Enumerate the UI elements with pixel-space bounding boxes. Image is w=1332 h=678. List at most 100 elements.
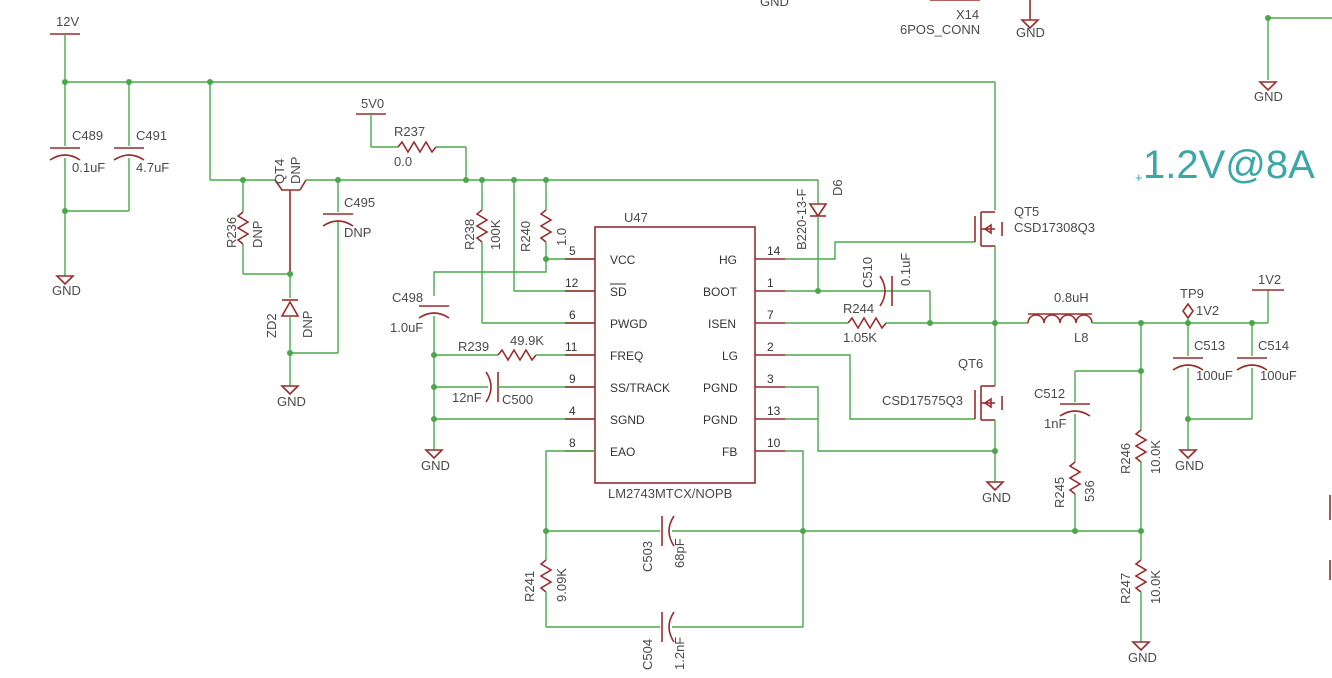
d6-ref: D6 <box>830 179 845 196</box>
capacitor-c503: C503 68pF <box>546 515 803 572</box>
c489-ref: C489 <box>72 128 103 143</box>
pin-name-isen: ISEN <box>708 317 736 331</box>
resistor-r240: R240 1.0 <box>518 180 569 259</box>
capacitor-c489: C489 0.1uF <box>49 82 105 276</box>
capacitor-c512: C512 1nF <box>1034 371 1091 462</box>
l8-value: 0.8uH <box>1054 290 1089 305</box>
r238-value: 100K <box>488 219 503 250</box>
r236-value: DNP <box>250 221 265 248</box>
resistor-r237: R237 0.0 <box>394 124 467 180</box>
pin-name-sd: SD <box>610 285 627 299</box>
pin-name-sgnd: SGND <box>610 413 645 427</box>
r238-ref: R238 <box>462 219 477 250</box>
pin-num-vcc: 5 <box>569 244 576 258</box>
resistor-r245: R245 536 <box>1052 461 1097 531</box>
rail-5v0-label: 5V0 <box>361 96 384 111</box>
zener-zd2: ZD2 DNP <box>264 274 315 386</box>
c510-ref: C510 <box>860 257 875 288</box>
qt6-ref: QT6 <box>958 356 983 371</box>
gnd-label-6: GND <box>1128 650 1157 665</box>
c495-ref: C495 <box>344 195 375 210</box>
pin-name-pwgd: PWGD <box>610 317 648 331</box>
tp9-ref: TP9 <box>1180 286 1204 301</box>
capacitor-c504: C504 1.2nF <box>546 611 803 670</box>
pin-num-pwgd: 6 <box>569 308 576 322</box>
capacitor-c513: C513 100uF <box>1172 323 1233 450</box>
zd2-ref: ZD2 <box>264 313 279 338</box>
c514-value: 100uF <box>1260 368 1297 383</box>
r237-value: 0.0 <box>394 154 412 169</box>
pin-num-sd: 12 <box>565 276 579 290</box>
testpoint-tp9: TP9 1V2 <box>1180 286 1219 323</box>
rail-1v2-label: 1V2 <box>1258 272 1281 287</box>
inductor-l8: 0.8uH L8 <box>995 290 1268 345</box>
gnd-label-3: GND <box>421 458 450 473</box>
pin-name-lg: LG <box>722 349 738 363</box>
rail-12v-label: 12V <box>56 14 79 29</box>
c504-ref: C504 <box>640 639 655 670</box>
c503-value: 68pF <box>672 538 687 568</box>
c504-value: 1.2nF <box>672 637 687 670</box>
qt5-value: CSD17308Q3 <box>1014 220 1095 235</box>
r240-value: 1.0 <box>554 228 569 246</box>
ic-u47: U47 LM2743MTCX/NOPB 5 VCC 12 SD 6 PWGD 1… <box>565 210 785 501</box>
rail-5v0: 5V0 <box>356 96 398 148</box>
pin-name-fb: FB <box>722 445 737 459</box>
x14-value: 6POS_CONN <box>900 22 980 37</box>
pin-num-pgnd2: 13 <box>767 404 781 418</box>
capacitor-c498: C498 1.0uF <box>390 290 450 450</box>
tp9-net: 1V2 <box>1196 303 1219 318</box>
capacitor-c495: C495 DNP <box>322 180 375 353</box>
c514-ref: C514 <box>1258 338 1289 353</box>
gnd-label-4: GND <box>982 490 1011 505</box>
rail-1v2: 1V2 <box>1252 272 1284 323</box>
gnd-symbol-2: GND <box>277 385 306 409</box>
qt6-value: CSD17575Q3 <box>882 393 963 408</box>
qt4-value: DNP <box>288 157 303 184</box>
pin-num-boot: 1 <box>767 276 774 290</box>
r247-ref: R247 <box>1118 573 1133 604</box>
gnd-label-2: GND <box>277 394 306 409</box>
gnd-symbol-4: GND <box>982 481 1011 505</box>
transistor-qt4: QT4 DNP <box>272 157 307 272</box>
r246-value: 10.0K <box>1148 440 1163 474</box>
connector-x14: X14 6POS_CONN <box>900 0 980 37</box>
pin-name-ss: SS/TRACK <box>610 381 670 395</box>
pin-num-hg: 14 <box>767 244 781 258</box>
r236-ref: R236 <box>224 217 239 248</box>
c500-ref: C500 <box>502 392 533 407</box>
c498-ref: C498 <box>392 290 423 305</box>
c489-value: 0.1uF <box>72 160 105 175</box>
capacitor-c510: C510 0.1uF <box>860 253 931 323</box>
u47-ref: U47 <box>624 210 648 225</box>
rail-title: 1.2V@8A <box>1143 143 1315 187</box>
gnd-label-top: GND <box>760 0 789 9</box>
c512-value: 1nF <box>1044 416 1066 431</box>
c491-ref: C491 <box>136 128 167 143</box>
c503-ref: C503 <box>640 541 655 572</box>
gnd-symbol-6: GND <box>1128 641 1157 665</box>
r245-ref: R245 <box>1052 477 1067 508</box>
pin-num-pgnd1: 3 <box>767 372 774 386</box>
pin-num-isen: 7 <box>767 308 774 322</box>
gnd-symbol-1: GND <box>52 275 81 298</box>
capacitor-c500: 12nF C500 <box>434 371 595 407</box>
pin-name-vcc: VCC <box>610 253 636 267</box>
mosfet-qt6: QT6 CSD17575Q3 <box>882 323 1003 482</box>
pin-num-eao: 8 <box>569 436 576 450</box>
pin-num-fb: 10 <box>767 436 781 450</box>
pin-num-sgnd: 4 <box>569 404 576 418</box>
resistor-r244: R244 1.05K <box>785 301 995 345</box>
c513-ref: C513 <box>1194 338 1225 353</box>
r239-value: 49.9K <box>510 333 544 348</box>
gnd-label-1: GND <box>52 283 81 298</box>
c491-value: 4.7uF <box>136 160 169 175</box>
c510-value: 0.1uF <box>898 253 913 286</box>
c512-ref: C512 <box>1034 386 1065 401</box>
resistor-r246: R246 10.0K <box>1118 429 1163 560</box>
c495-value: DNP <box>344 225 371 240</box>
pin-name-pgnd1: PGND <box>703 381 738 395</box>
pin-num-lg: 2 <box>767 340 774 354</box>
pin-name-hg: HG <box>719 253 737 267</box>
